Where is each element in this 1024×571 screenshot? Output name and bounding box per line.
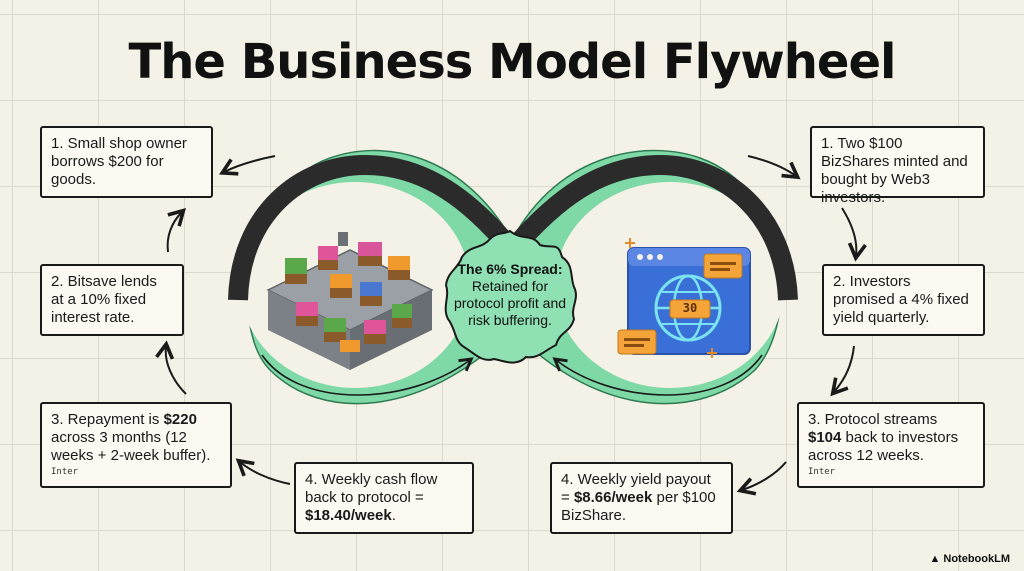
left-step-4-pre: 4. Weekly cash flow back to protocol = (305, 471, 438, 506)
brand-logo: ▲ NotebookLM (929, 553, 1010, 565)
arrow-left-4-to-3 (235, 458, 291, 485)
spread-heading: The 6% Spread: (457, 261, 563, 277)
dark-loop-right (504, 154, 798, 301)
right-step-3-pre: 3. Protocol streams (808, 411, 938, 428)
right-step-3-post: back to investors across 12 weeks. (808, 429, 959, 464)
left-step-2-text: 2. Bitsave lends at a 10% fixed interest… (51, 273, 157, 326)
brand-name: NotebookLM (943, 553, 1010, 565)
left-step-3: 3. Repayment is $220 across 3 months (12… (40, 402, 232, 488)
right-step-1-text: 1. Two $100 BizShares minted and bought … (821, 135, 968, 206)
left-step-4: 4. Weekly cash flow back to protocol = $… (294, 462, 474, 534)
spread-badge: The 6% Spread: Retained for protocol pro… (440, 227, 580, 367)
left-step-4-bold: $18.40/week (305, 507, 392, 524)
right-step-2: 2. Investors promised a 4% fixed yield q… (822, 264, 985, 336)
left-step-3-pre: 3. Repayment is (51, 411, 164, 428)
page-title: The Business Model Flywheel (128, 34, 897, 90)
arrow-left-top (218, 155, 276, 176)
right-step-4-bold: $8.66/week (573, 489, 653, 506)
arrow-left-2-to-1 (166, 208, 186, 253)
right-step-4-post: per $100 BizShare. (561, 489, 716, 524)
right-step-4: 4. Weekly yield payout = $8.66/week per … (550, 462, 733, 534)
left-step-1-text: 1. Small shop owner borrows $200 for goo… (51, 135, 187, 188)
left-step-3-post: across 3 months (12 weeks + 2-week buffe… (51, 429, 211, 464)
notebook-icon: ▲ (929, 553, 941, 565)
arrow-right-2-to-3 (830, 345, 855, 397)
right-step-3-tag: Inter (808, 467, 836, 477)
web3-globe-window-illustration (617, 238, 751, 358)
right-step-2-text: 2. Investors promised a 4% fixed yield q… (833, 273, 969, 326)
left-step-3-bold: $220 (163, 411, 197, 428)
flow-arrow-right-loop (552, 354, 763, 396)
arrow-right-top (747, 155, 801, 180)
right-step-4-pre: 4. Weekly yield payout = (561, 471, 711, 506)
left-step-3-tag: Inter (51, 467, 79, 477)
spread-body: Retained for protocol profit and risk bu… (453, 278, 567, 328)
left-step-2: 2. Bitsave lends at a 10% fixed interest… (40, 264, 184, 336)
left-step-4-post: . (391, 507, 396, 524)
right-step-1: 1. Two $100 BizShares minted and bought … (810, 126, 985, 206)
left-step-1: 1. Small shop owner borrows $200 for goo… (40, 126, 213, 198)
dark-loop-left (228, 154, 520, 301)
flow-arrow-left-loop (261, 354, 474, 396)
arrow-left-3-to-2 (155, 340, 187, 395)
arrow-right-1-to-2 (841, 207, 867, 262)
right-step-3: 3. Protocol streams $104 back to investo… (797, 402, 985, 488)
market-stalls-illustration (266, 232, 434, 370)
arrow-right-3-to-4 (736, 461, 787, 496)
right-step-3-bold: $104 (808, 429, 842, 446)
globe-badge-value: 30 (682, 301, 698, 315)
